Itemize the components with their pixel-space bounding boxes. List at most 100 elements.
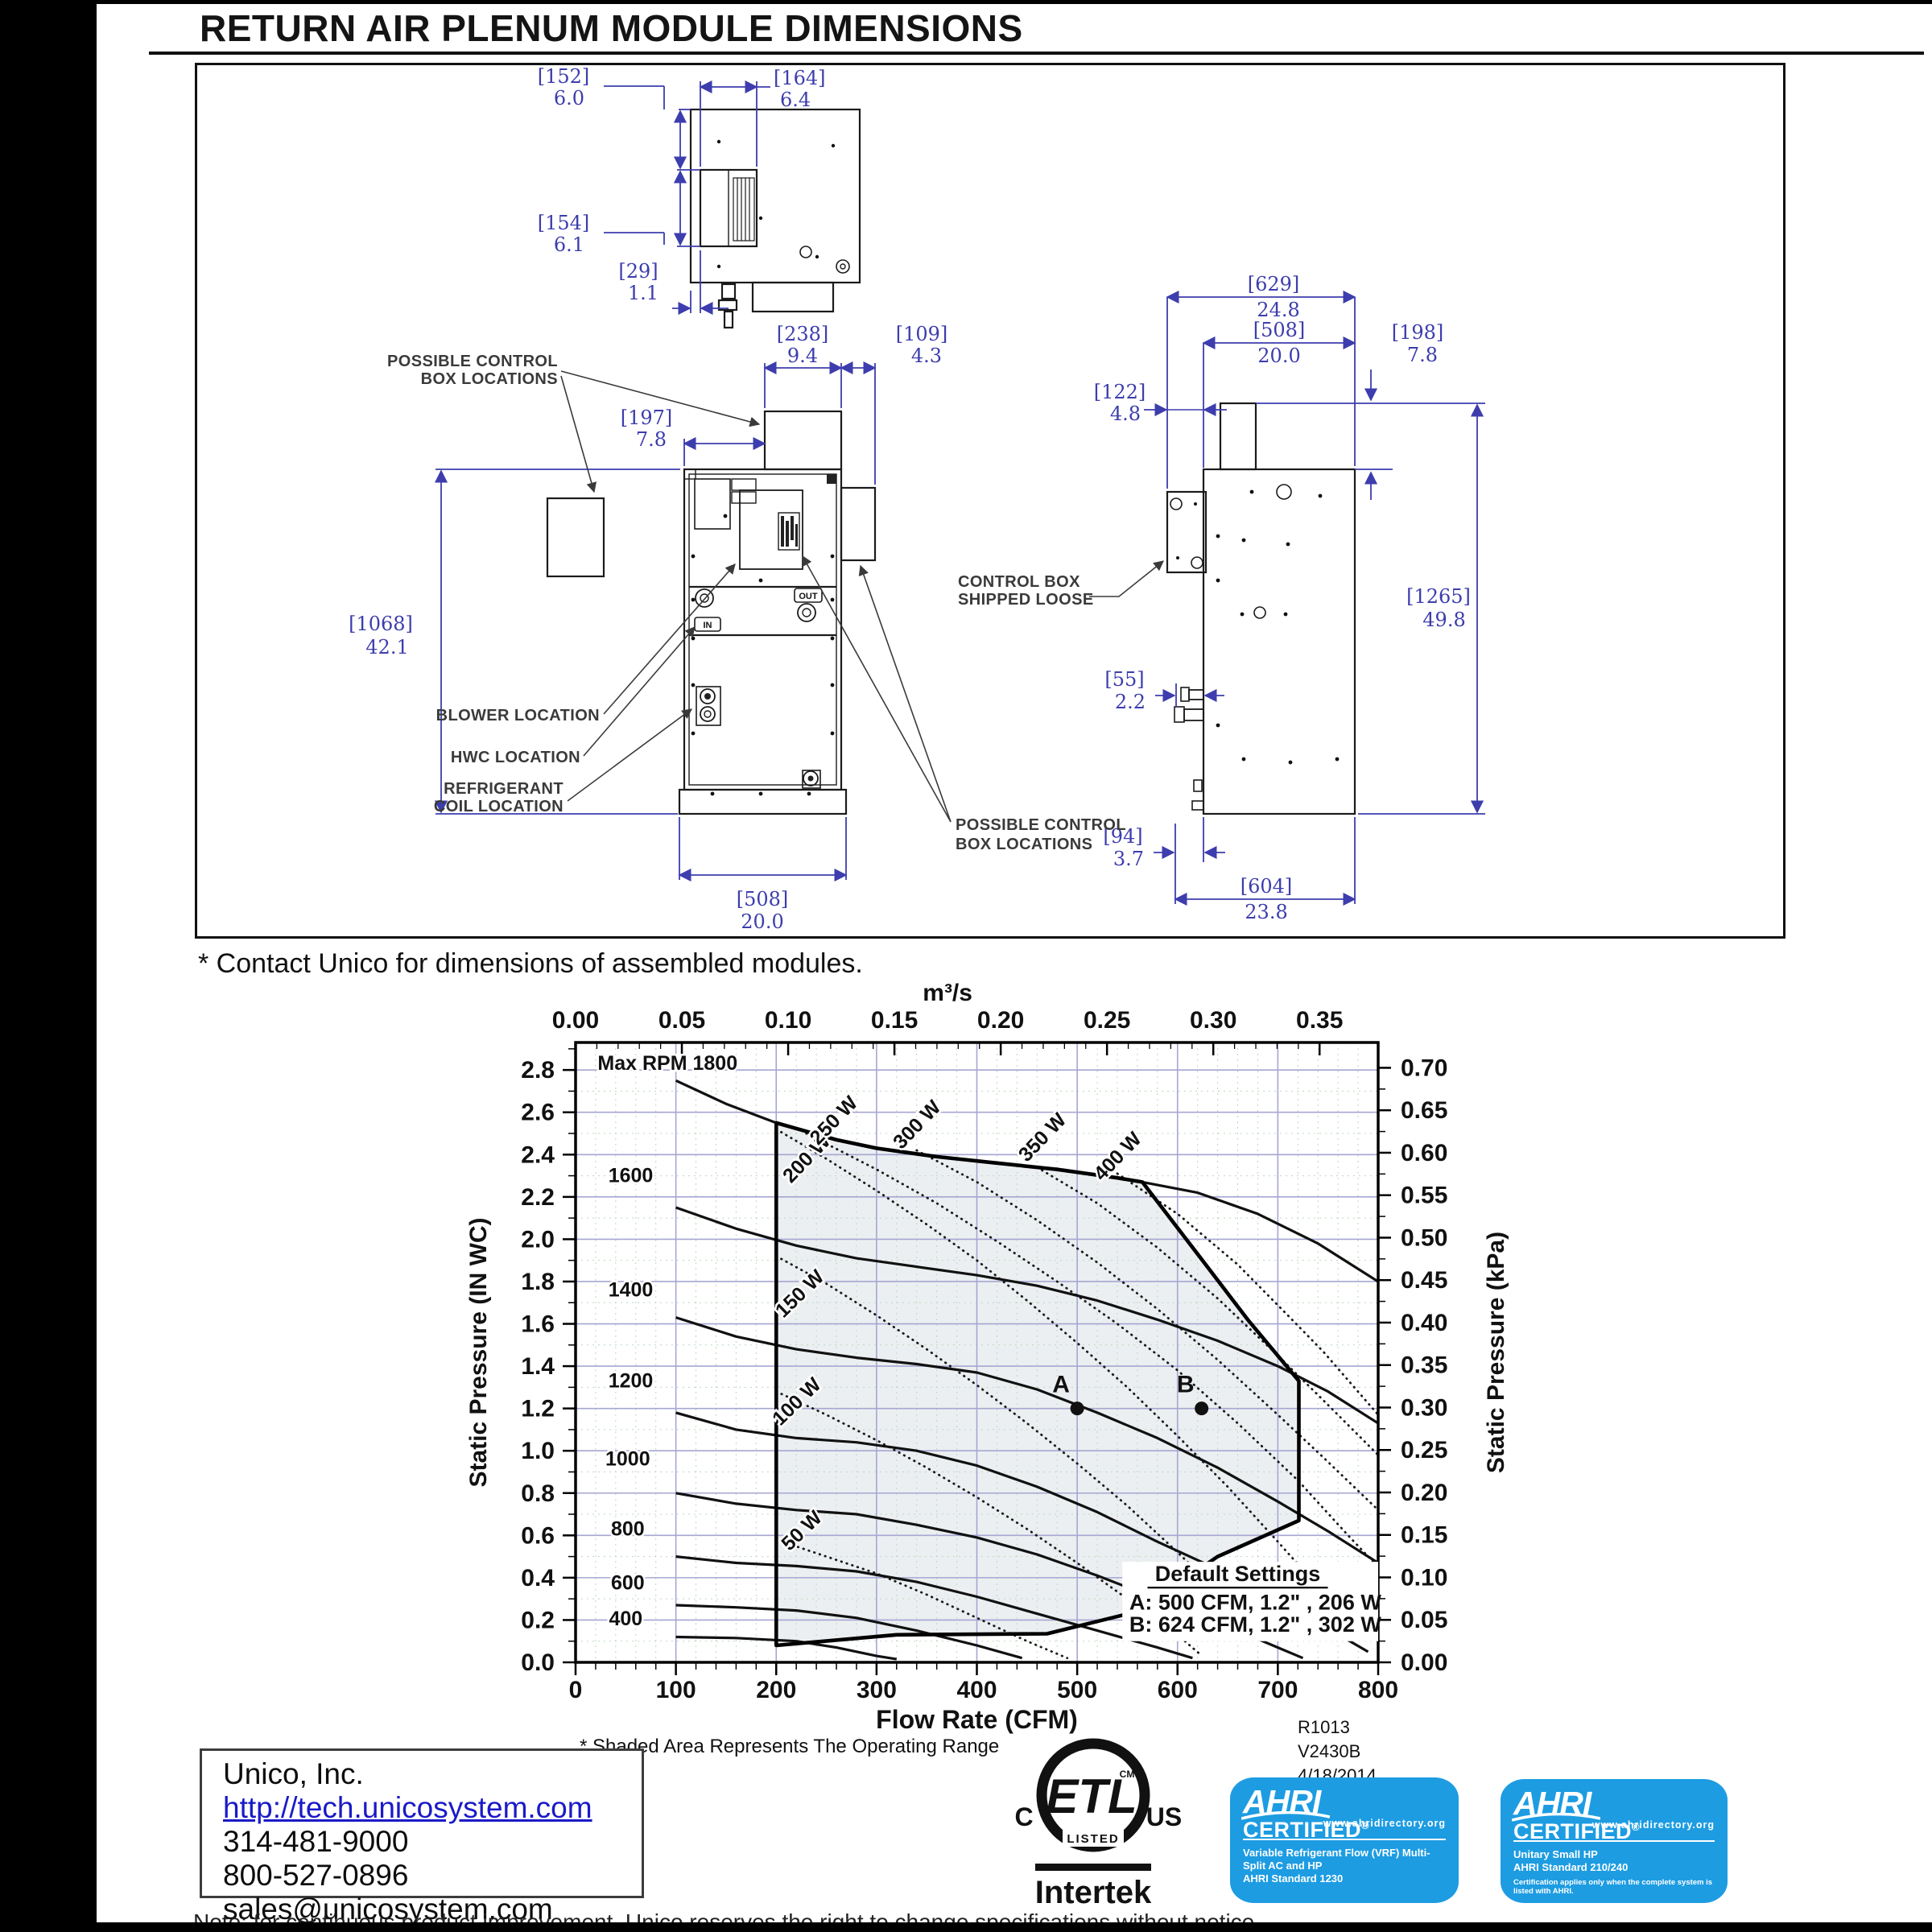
doc-info-line: V2430B bbox=[1298, 1741, 1360, 1761]
out-port-label: OUT bbox=[799, 592, 818, 601]
operating-point-A bbox=[1070, 1402, 1084, 1416]
ahri-badge-vrf: AHRI CERTIFIED® www.ahridirectory.org Va… bbox=[1230, 1777, 1459, 1903]
dim-94-in: 3.7 bbox=[1113, 848, 1144, 870]
callout-control-box-loose-line2: SHIPPED LOOSE bbox=[958, 591, 1094, 609]
y-right-tick-label: 0.70 bbox=[1401, 1055, 1447, 1081]
etl-listed-text: LISTED bbox=[1067, 1832, 1119, 1846]
x-tick-label: 0 bbox=[569, 1677, 583, 1703]
x-tick-label: 500 bbox=[1057, 1677, 1097, 1703]
top-axis-title: m³/s bbox=[923, 980, 972, 1006]
ahri-divider bbox=[1243, 1839, 1446, 1840]
x-tick-label: 700 bbox=[1257, 1677, 1298, 1703]
curve-label-800: 800 bbox=[611, 1517, 645, 1540]
scan-top-black-bar bbox=[0, 0, 1932, 4]
x-tick-label: 800 bbox=[1358, 1677, 1398, 1703]
y-right-tick-label: 0.35 bbox=[1401, 1352, 1447, 1379]
dimension-drawing-panel: [164] 6.4 [152] 6.0 [154] 6.1 [29] 1.1 bbox=[195, 63, 1785, 939]
y-left-tick-label: 1.4 bbox=[521, 1353, 555, 1380]
y-left-tick-label: 2.6 bbox=[521, 1100, 555, 1126]
callout-possible-control-1-line1: POSSIBLE CONTROL bbox=[387, 353, 558, 370]
dim-508s-mm: [508] bbox=[1253, 319, 1306, 341]
top-tick-label: 0.15 bbox=[871, 1007, 918, 1034]
clipped-disclaimer-text: Note: for continuous product improvement… bbox=[193, 1909, 1261, 1925]
x-tick-label: 300 bbox=[857, 1677, 897, 1703]
dim-109-mm: [109] bbox=[896, 323, 948, 345]
scan-bottom-black-bar bbox=[0, 1922, 1932, 1932]
dim-1265-in: 49.8 bbox=[1422, 609, 1465, 631]
page-title: RETURN AIR PLENUM MODULE DIMENSIONS bbox=[200, 7, 1023, 49]
y-right-tick-label: 0.20 bbox=[1401, 1480, 1447, 1506]
curve-label-350-W: 350 W bbox=[1014, 1108, 1071, 1166]
website-link[interactable]: http://tech.unicosystem.com bbox=[223, 1791, 592, 1824]
dim-55-mm: [55] bbox=[1104, 668, 1144, 691]
curve-label-400: 400 bbox=[609, 1608, 642, 1630]
x-tick-label: 600 bbox=[1158, 1677, 1198, 1703]
top-tick-label: 0.05 bbox=[658, 1007, 705, 1034]
ahri-certified-text: CERTIFIED® bbox=[1513, 1819, 1641, 1843]
curve-label-1200: 1200 bbox=[609, 1369, 654, 1392]
ahri-program-line: Unitary Small HP bbox=[1513, 1848, 1598, 1860]
dim-94-mm: [94] bbox=[1103, 825, 1142, 848]
dim-109-in: 4.3 bbox=[911, 345, 942, 367]
operating-range-boundary bbox=[774, 1121, 1301, 1648]
etl-mark-text: ETL bbox=[1046, 1769, 1137, 1823]
title-rule bbox=[149, 52, 1924, 55]
dim-1068-in: 42.1 bbox=[365, 636, 408, 658]
dim-1068-mm: [1068] bbox=[349, 613, 413, 635]
y-right-tick-label: 0.60 bbox=[1401, 1140, 1447, 1166]
dim-152-mm: [152] bbox=[538, 65, 590, 88]
curve-label-600: 600 bbox=[611, 1571, 645, 1594]
y-left-tick-label: 1.0 bbox=[521, 1438, 555, 1464]
default-settings-title: Default Settings bbox=[1155, 1562, 1321, 1586]
dim-154-in: 6.1 bbox=[554, 233, 584, 256]
ahri-wave bbox=[1241, 1811, 1330, 1820]
intertek-brand-text: Intertek bbox=[1035, 1875, 1152, 1910]
ahri-divider bbox=[1513, 1840, 1715, 1842]
callout-control-box-loose-line1: CONTROL BOX bbox=[958, 573, 1080, 591]
dim-164-in: 6.4 bbox=[780, 89, 811, 111]
scan-left-black-bar bbox=[0, 0, 97, 1932]
default-setting-a: A: 500 CFM, 1.2" , 206 W bbox=[1129, 1590, 1381, 1614]
dim-122-in: 4.8 bbox=[1110, 402, 1141, 425]
etl-cm-text: CM bbox=[1120, 1769, 1135, 1780]
y-left-axis-title: Static Pressure (IN WC) bbox=[465, 1217, 492, 1487]
shaded-area-footnote: * Shaded Area Represents The Operating R… bbox=[580, 1736, 999, 1757]
ahri-certified-text: CERTIFIED® bbox=[1243, 1818, 1370, 1842]
curve-label-1600: 1600 bbox=[609, 1164, 654, 1187]
front-view-dimensions bbox=[434, 361, 877, 882]
rpm-curve-1400 bbox=[675, 1316, 1378, 1564]
power-curve-200W bbox=[774, 1128, 1357, 1637]
dim-1265-mm: [1265] bbox=[1406, 585, 1471, 608]
etl-logo: ETL CM LISTED C US Intertek bbox=[1014, 1738, 1182, 1910]
dim-508f-mm: [508] bbox=[737, 888, 789, 910]
curve-label-1000: 1000 bbox=[605, 1448, 650, 1471]
email-address: sales@unicosystem.com bbox=[223, 1893, 553, 1926]
rpm-curve-400 bbox=[675, 1635, 898, 1661]
ahri-fine-print: Certification applies only when the comp… bbox=[1513, 1878, 1713, 1896]
axis-ticks bbox=[563, 1042, 1391, 1675]
callout-possible-control-1-line2: BOX LOCATIONS bbox=[421, 370, 558, 388]
callout-blower-location: BLOWER LOCATION bbox=[436, 707, 600, 724]
etl-us-text: US bbox=[1146, 1802, 1182, 1831]
y-right-axis-title: Static Pressure (kPa) bbox=[1483, 1232, 1509, 1473]
dim-629-mm: [629] bbox=[1248, 273, 1300, 295]
dim-508f-in: 20.0 bbox=[741, 910, 783, 931]
rpm-curve-1600 bbox=[675, 1206, 1378, 1425]
company-name: Unico, Inc. bbox=[223, 1757, 364, 1790]
power-curves bbox=[774, 1128, 1378, 1660]
rpm-curve-600 bbox=[675, 1604, 1023, 1660]
x-tick-label: 200 bbox=[756, 1677, 796, 1703]
callout-leaders bbox=[560, 370, 1164, 823]
callout-possible-control-2-line1: POSSIBLE CONTROL bbox=[956, 816, 1126, 834]
y-right-tick-label: 0.55 bbox=[1401, 1183, 1447, 1209]
dim-604-mm: [604] bbox=[1241, 875, 1293, 898]
y-left-tick-label: 2.4 bbox=[521, 1141, 555, 1168]
dim-152-in: 6.0 bbox=[554, 87, 584, 109]
operating-range-shading bbox=[776, 1122, 1299, 1645]
ahri-wave bbox=[1512, 1813, 1600, 1822]
y-left-tick-label: 1.2 bbox=[521, 1396, 555, 1422]
dim-198-in: 7.8 bbox=[1407, 344, 1438, 366]
